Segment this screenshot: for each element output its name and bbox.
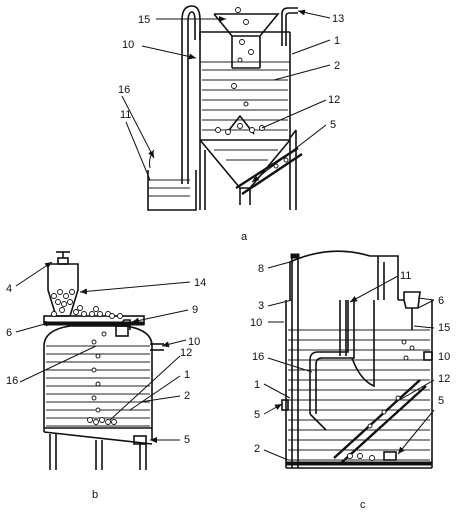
diagram-c-air-pipe — [333, 339, 427, 465]
label-a-1: 1 — [334, 35, 340, 47]
label-a-5: 5 — [330, 119, 336, 131]
diagram-a: 15 13 10 1 2 16 11 12 5 a — [118, 5, 344, 243]
label-c-8: 8 — [258, 263, 264, 275]
label-c-10-right: 10 — [438, 351, 450, 363]
label-b-12: 12 — [180, 347, 192, 359]
diagram-a-hopper — [213, 7, 280, 69]
label-b-14: 14 — [194, 277, 206, 289]
label-c-5-right: 5 — [438, 395, 444, 407]
diagram-a-labels: 15 13 10 1 2 16 11 12 5 a — [118, 13, 344, 243]
diagram-c-partition — [309, 300, 375, 431]
diagram-a-air-pipe — [235, 146, 303, 195]
diagram-c-labels: 8 11 3 6 10 15 10 16 12 1 5 5 2 c — [250, 263, 450, 511]
label-c-16: 16 — [252, 351, 264, 363]
label-b-9: 9 — [192, 304, 198, 316]
label-c-2: 2 — [254, 443, 260, 455]
label-b-6: 6 — [6, 327, 12, 339]
label-a-15: 15 — [138, 14, 150, 26]
label-b-5: 5 — [184, 434, 190, 446]
diagram-a-outlet-pipe — [281, 7, 298, 46]
diagram-a-water — [148, 61, 290, 197]
label-b-10: 10 — [188, 336, 200, 348]
label-c-6: 6 — [438, 295, 444, 307]
caption-a: a — [241, 231, 248, 243]
label-a-16: 16 — [118, 84, 130, 96]
diagram-c-funnel — [281, 291, 433, 411]
label-b-4: 4 — [6, 283, 12, 295]
label-a-2: 2 — [334, 60, 340, 72]
diagram-b-labels: 14 4 9 6 10 12 16 1 2 5 b — [6, 277, 206, 501]
diagram-c-pipes — [290, 253, 347, 468]
label-a-10: 10 — [122, 39, 134, 51]
label-c-3: 3 — [258, 300, 264, 312]
diagram-b-valve — [115, 319, 164, 351]
caption-b: b — [92, 489, 98, 501]
label-a-13: 13 — [332, 13, 344, 25]
diagram-a-tank — [199, 31, 297, 210]
diagram-b-leaders — [15, 261, 191, 443]
diagram-c: 8 11 3 6 10 15 10 16 12 1 5 5 2 c — [250, 250, 450, 511]
diagram-a-cone — [215, 83, 265, 135]
label-b-1: 1 — [184, 369, 190, 381]
label-c-1: 1 — [254, 379, 260, 391]
diagram-b-feeder — [43, 251, 145, 326]
diagram-b: 14 4 9 6 10 12 16 1 2 5 b — [6, 251, 206, 501]
diagram-a-siphon — [147, 5, 201, 211]
diagram-b-bubbles — [87, 331, 117, 425]
diagram-b-water — [46, 345, 150, 427]
label-c-10-left: 10 — [250, 317, 262, 329]
label-c-12: 12 — [438, 373, 450, 385]
label-a-11: 11 — [120, 109, 131, 121]
label-c-5-left: 5 — [254, 409, 260, 421]
label-b-16: 16 — [6, 375, 18, 387]
label-a-12: 12 — [328, 94, 340, 106]
diagram-c-tank — [285, 250, 433, 469]
label-c-11: 11 — [400, 270, 411, 282]
caption-c: c — [360, 499, 366, 511]
label-b-2: 2 — [184, 390, 190, 402]
label-c-15: 15 — [438, 322, 450, 334]
diagram-a-leaders — [121, 9, 331, 183]
diagram-c-leaders — [263, 261, 435, 461]
diagram-b-vessel — [43, 325, 153, 470]
